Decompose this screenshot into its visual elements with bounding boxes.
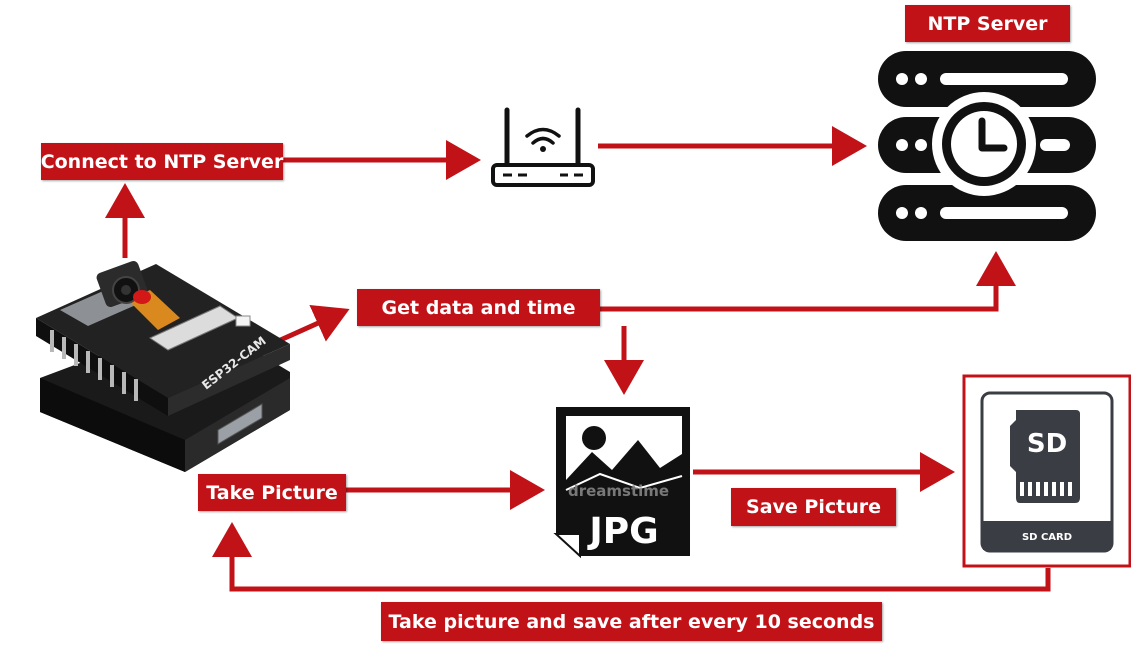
router-icon [491, 107, 595, 187]
jpg-icon-text: JPG [586, 511, 658, 552]
sd-logo: SD [1027, 429, 1067, 459]
sd-card-icon: SD SD CARD [962, 374, 1131, 568]
ntp-server-icon [878, 51, 1096, 241]
arrows [105, 126, 1051, 592]
loop-label: Take picture and save after every 10 sec… [381, 602, 882, 641]
connect-label: Connect to NTP Server [41, 143, 283, 180]
arrow-getdata-to-server [600, 251, 1016, 312]
get-data-label: Get data and time [357, 289, 600, 326]
jpg-watermark: dreamstime [568, 482, 669, 500]
arrow-loop-back [212, 522, 1051, 592]
ntp-server-label: NTP Server [905, 5, 1070, 42]
esp32-cam-board: ESP32-CAM [36, 260, 290, 472]
save-picture-label: Save Picture [731, 488, 896, 526]
arrow-board-to-getdata [274, 305, 350, 345]
jpg-file-icon: dreamstime JPG [553, 407, 690, 559]
take-picture-label: Take Picture [198, 474, 346, 511]
sd-caption: SD CARD [1022, 532, 1072, 543]
